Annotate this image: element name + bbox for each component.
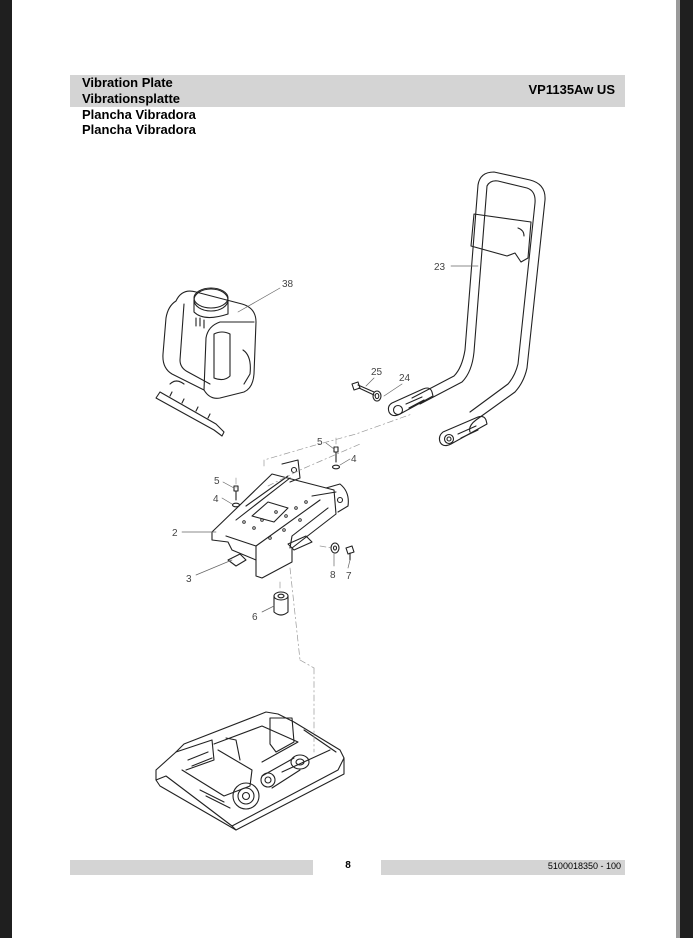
callout-38: 38 (282, 279, 294, 290)
viewer-frame-left (0, 0, 12, 938)
base-plate-part (155, 711, 345, 831)
small-bolts-parts (231, 446, 341, 508)
page-number: 8 (345, 860, 351, 871)
mounting-bracket-part (211, 459, 349, 579)
bolt-bushing-parts (351, 381, 382, 402)
callout-23: 23 (434, 262, 446, 273)
leader-lines (181, 265, 479, 613)
callout-7: 7 (346, 571, 352, 582)
callout-8: 8 (330, 570, 336, 581)
assembly-dashed-lines (235, 413, 413, 753)
callout-labels: 38 23 25 24 5 4 5 4 2 3 8 7 6 (172, 262, 446, 623)
water-tank-part (155, 287, 257, 437)
footer-bar-left (70, 860, 313, 875)
callout-4-upper: 4 (351, 454, 357, 465)
rubber-mount-part (273, 591, 289, 616)
callout-5-upper: 5 (317, 437, 323, 448)
viewer-frame-right (680, 0, 693, 938)
header-bar (70, 75, 625, 107)
callout-5-lower: 5 (214, 476, 220, 487)
document-page (12, 0, 676, 938)
callout-2: 2 (172, 528, 178, 539)
page-shadow (676, 0, 680, 938)
callout-4-lower: 4 (213, 494, 219, 505)
callout-25: 25 (371, 367, 383, 378)
callout-24: 24 (399, 373, 411, 384)
footer-bar-right (381, 860, 625, 875)
title-english: Vibration Plate (82, 75, 173, 90)
model-number: VP1135Aw US (528, 82, 615, 97)
handle-bar-part (387, 171, 546, 447)
washer-screw-parts (330, 542, 355, 561)
title-spanish-2: Plancha Vibradora (82, 122, 196, 137)
callout-3: 3 (186, 574, 192, 585)
document-number: 5100018350 - 100 (547, 861, 621, 871)
callout-6: 6 (252, 612, 258, 623)
title-spanish: Plancha Vibradora (82, 107, 196, 122)
title-german: Vibrationsplatte (82, 91, 181, 106)
